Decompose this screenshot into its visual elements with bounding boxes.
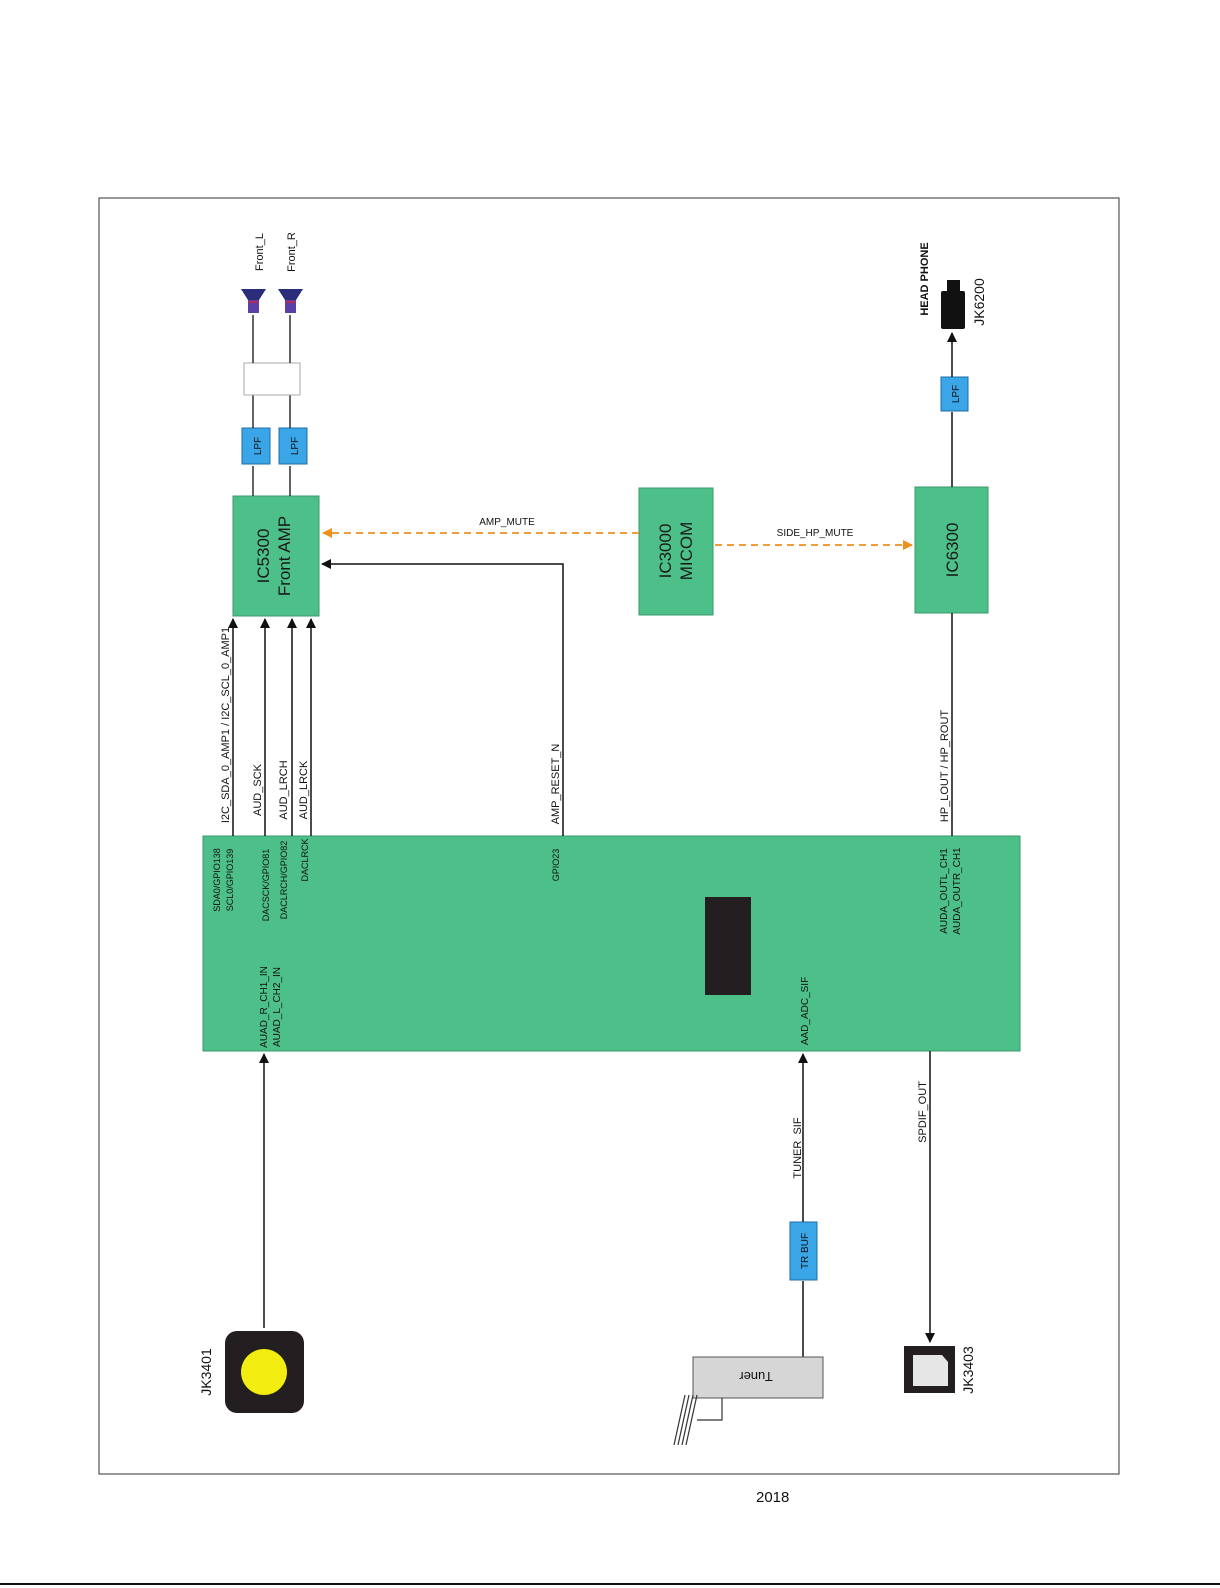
av-input-jack-yellow xyxy=(241,1349,287,1395)
pin-dacsck-label: DACSCK/GPIO81 xyxy=(261,849,271,922)
ic6300-name: IC6300 xyxy=(943,523,962,578)
jack-jk3401-label: JK3401 xyxy=(198,1348,214,1396)
pin-auad-l-label: AUAD_L_CH2_IN xyxy=(272,967,283,1047)
speaker-left-label: Front_L xyxy=(254,233,266,271)
pin-auda-outr-label: AUDA_OUTR_CH1 xyxy=(952,847,963,935)
lpf-right-label: LPF xyxy=(290,437,301,455)
signal-spdif-out-label: SPDIF_OUT xyxy=(917,1081,929,1143)
signal-aud-sck-label: AUD_SCK xyxy=(252,763,264,816)
pin-scl-label: SCL0/GPIO139 xyxy=(225,849,235,912)
signal-amp-mute-label: AMP_MUTE xyxy=(479,517,535,528)
antenna-icon xyxy=(673,1394,723,1446)
headphone-jack-icon xyxy=(941,280,965,329)
tuner-block xyxy=(692,1356,824,1399)
tuner-label: Tuner xyxy=(739,1369,773,1384)
signal-aud-lrch-label: AUD_LRCH xyxy=(278,760,290,819)
tr-buf-block xyxy=(789,1221,818,1281)
ic3000-block xyxy=(638,487,714,616)
ic5300-name: IC5300 xyxy=(254,529,273,584)
pin-aad-adc-sif-label: AAD_ADC_SIF xyxy=(800,977,811,1045)
lpf-left-block xyxy=(241,427,271,465)
signal-side-hp-mute-label: SIDE_HP_MUTE xyxy=(777,528,854,539)
speaker-left-icon xyxy=(241,289,266,313)
footer-year: 2018 xyxy=(756,1489,790,1506)
pin-daclrch-label: DACLRCH/GPIO82 xyxy=(279,841,289,920)
spdif-jack-icon xyxy=(904,1346,955,1393)
lpf-right-block xyxy=(278,427,308,465)
jack-jk3403-label: JK3403 xyxy=(960,1346,976,1394)
lpf-headphone-block xyxy=(940,376,969,412)
speaker-right-icon xyxy=(278,289,303,313)
signal-amp-reset-label: AMP_RESET_N xyxy=(550,744,562,825)
pin-gpio23-label: GPIO23 xyxy=(551,849,561,882)
diagram-frame xyxy=(98,197,1120,1475)
main-soc-block xyxy=(202,835,1021,1052)
tr-buf-label: TR BUF xyxy=(800,1233,811,1269)
signal-i2c-label: I2C_SDA_0_AMP1 / I2C_SCL_0_AMP1 xyxy=(220,627,232,823)
bottom-rule xyxy=(0,1583,1220,1585)
soc-chip-mark xyxy=(705,897,751,995)
pin-auda-outl-label: AUDA_OUTL_CH1 xyxy=(939,848,950,934)
signal-aud-lrck-label: AUD_LRCK xyxy=(298,760,310,819)
signal-hp-out-label: HP_LOUT / HP_ROUT xyxy=(939,710,951,823)
headphone-jack-id: JK6200 xyxy=(971,278,987,326)
pin-sda-label: SDA0/GPIO138 xyxy=(212,848,222,912)
speaker-right-label: Front_R xyxy=(286,232,298,272)
lpf-left-label: LPF xyxy=(253,437,264,455)
ic3000-name: IC3000 xyxy=(656,524,675,579)
ic3000-function: MICOM xyxy=(677,522,696,581)
speaker-filter-box xyxy=(243,362,301,396)
ic5300-label: IC5300 Front AMP xyxy=(254,516,294,596)
ic6300-label: IC6300 xyxy=(943,523,962,578)
ic5300-function: Front AMP xyxy=(275,516,294,596)
headphone-label: HEAD PHONE xyxy=(919,242,931,315)
signal-tuner-sif-label: TUNER_SIF xyxy=(792,1117,804,1178)
ic5300-block xyxy=(232,495,320,617)
lpf-headphone-label: LPF xyxy=(951,385,962,403)
pin-daclrck-label: DACLRCK xyxy=(300,838,310,881)
ic3000-label: IC3000 MICOM xyxy=(656,522,696,581)
ic6300-block xyxy=(914,486,989,614)
pin-auad-r-label: AUAD_R_CH1_IN xyxy=(259,966,270,1048)
